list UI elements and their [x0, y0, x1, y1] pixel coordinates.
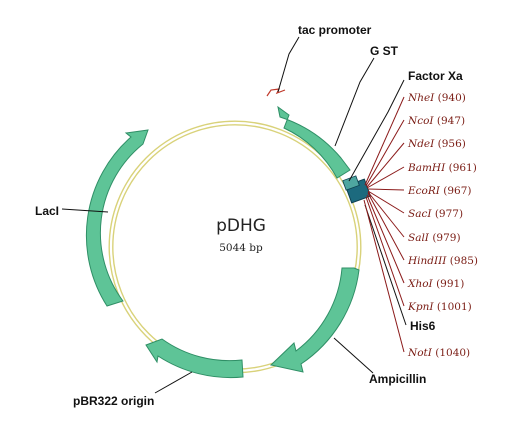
ampicillin-leader — [333, 337, 374, 374]
ampicillin-label: Ampicillin — [369, 372, 426, 386]
pbr322-leader — [154, 371, 193, 394]
factor-xa-label: Factor Xa — [408, 69, 463, 83]
pbr322-origin-label: pBR322 origin — [73, 394, 154, 408]
site-xhoi: XhoI (991) — [407, 278, 464, 290]
feature-leaders — [61, 36, 407, 394]
site-labels: NheI (940) NcoI (947) NdeI (956) BamHI (… — [407, 92, 478, 359]
site-saci: SacI (977) — [408, 208, 463, 220]
his6-leader — [364, 204, 407, 326]
site-leader-kpni — [365, 196, 405, 307]
his6-label: His6 — [410, 319, 436, 333]
laci-leader — [61, 208, 109, 213]
site-noti: NotI (1040) — [407, 347, 470, 359]
site-ecori: EcoRI (967) — [407, 185, 472, 197]
tac-leader — [277, 36, 300, 93]
gst-leader — [334, 57, 375, 147]
site-leader-noti — [363, 199, 405, 353]
site-nhei: NheI (940) — [407, 92, 466, 104]
plasmid-size: 5044 bp — [219, 242, 263, 254]
site-leader-xhoi — [366, 194, 405, 284]
site-leaders — [363, 96, 405, 353]
factor-xa-box — [342, 175, 360, 191]
tac-promoter-label: tac promoter — [298, 23, 372, 37]
site-kpni: KpnI (1001) — [407, 301, 472, 313]
factor-xa-leader — [348, 79, 405, 182]
site-leader-sali — [367, 191, 405, 238]
tac-promoter-marker — [266, 88, 286, 97]
site-leader-hindiii — [367, 192, 405, 261]
laci-arc — [85, 129, 149, 307]
ampicillin-arc — [269, 267, 360, 373]
laci-label: LacI — [35, 204, 59, 218]
site-bamhi: BamHI (961) — [407, 162, 477, 174]
plasmid-name: pDHG — [216, 216, 266, 236]
site-leader-ncoi — [365, 119, 405, 187]
site-ncoi: NcoI (947) — [407, 115, 465, 127]
site-leader-bamhi — [366, 166, 405, 189]
site-sali: SalI (979) — [408, 232, 461, 244]
site-hindiii: HindIII (985) — [407, 255, 478, 267]
site-leader-nhei — [364, 96, 405, 186]
feature-arcs — [85, 105, 360, 379]
gst-label: G ST — [370, 44, 399, 58]
gst-arc — [277, 105, 351, 179]
site-leader-ecori — [367, 188, 405, 191]
site-ndei: NdeI (956) — [407, 138, 466, 150]
site-leader-ndei — [366, 142, 405, 188]
pbr322-origin-arc — [145, 338, 244, 379]
site-leader-saci — [367, 190, 405, 214]
